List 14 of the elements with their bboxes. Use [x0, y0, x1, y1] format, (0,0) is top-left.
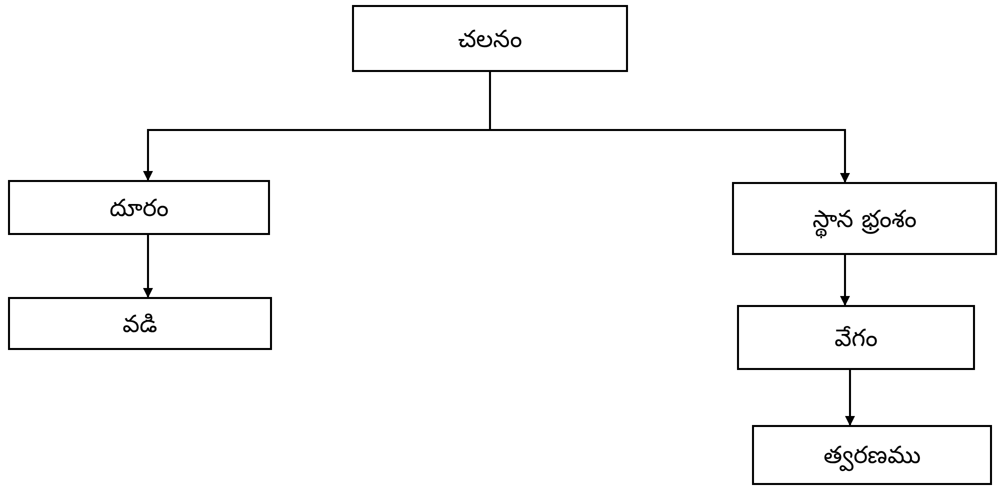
arrow	[840, 255, 850, 306]
concept-box	[8, 297, 272, 350]
box-label: దూరం	[110, 192, 168, 224]
concept-box	[352, 5, 628, 72]
concept-box	[737, 305, 975, 370]
box-label: త్వరణము	[824, 439, 920, 471]
concept-box	[752, 425, 992, 485]
concept-box	[732, 182, 997, 255]
box-label: వడి	[122, 308, 158, 340]
arrow	[143, 235, 153, 298]
arrow	[845, 370, 855, 426]
box-label: చలనం	[458, 24, 522, 54]
box-label: వేగం	[834, 322, 878, 354]
concept-box	[8, 180, 270, 235]
